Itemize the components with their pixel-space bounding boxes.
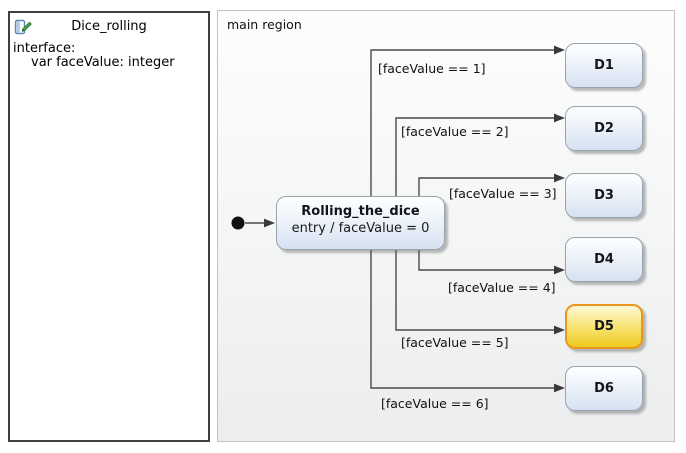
state-name: D1 xyxy=(594,58,614,73)
state-name: D3 xyxy=(594,188,614,203)
region-label: main region xyxy=(227,17,302,32)
state-d6[interactable]: D6 xyxy=(565,366,643,411)
state-d2[interactable]: D2 xyxy=(565,106,643,151)
guard-label-d3[interactable]: [faceValue == 3] xyxy=(449,186,557,201)
state-name: D4 xyxy=(594,252,614,267)
state-d3[interactable]: D3 xyxy=(565,173,643,218)
state-name: D5 xyxy=(594,319,614,334)
statechart-title: Dice_rolling xyxy=(71,19,147,34)
guard-label-d5[interactable]: [faceValue == 5] xyxy=(401,335,509,350)
statechart-definition-icon xyxy=(14,19,32,35)
interface-section-label: interface: xyxy=(13,41,76,56)
state-name: Rolling_the_dice xyxy=(301,204,420,219)
guard-label-d4[interactable]: [faceValue == 4] xyxy=(448,280,556,295)
state-name: D2 xyxy=(594,121,614,136)
definition-panel-header: Dice_rolling xyxy=(10,13,208,39)
guard-label-d2[interactable]: [faceValue == 2] xyxy=(401,124,509,139)
state-d5-highlighted[interactable]: D5 xyxy=(565,304,643,349)
state-rolling-the-dice[interactable]: Rolling_the_dice entry / faceValue = 0 xyxy=(276,196,445,250)
variable-declaration: var faceValue: integer xyxy=(31,55,175,70)
state-d4[interactable]: D4 xyxy=(565,237,643,282)
state-entry-action: entry / faceValue = 0 xyxy=(291,221,430,236)
guard-label-d6[interactable]: [faceValue == 6] xyxy=(381,396,489,411)
state-d1[interactable]: D1 xyxy=(565,43,643,88)
guard-label-d1[interactable]: [faceValue == 1] xyxy=(378,61,486,76)
definition-panel[interactable]: Dice_rolling interface: var faceValue: i… xyxy=(8,11,210,442)
state-name: D6 xyxy=(594,381,614,396)
